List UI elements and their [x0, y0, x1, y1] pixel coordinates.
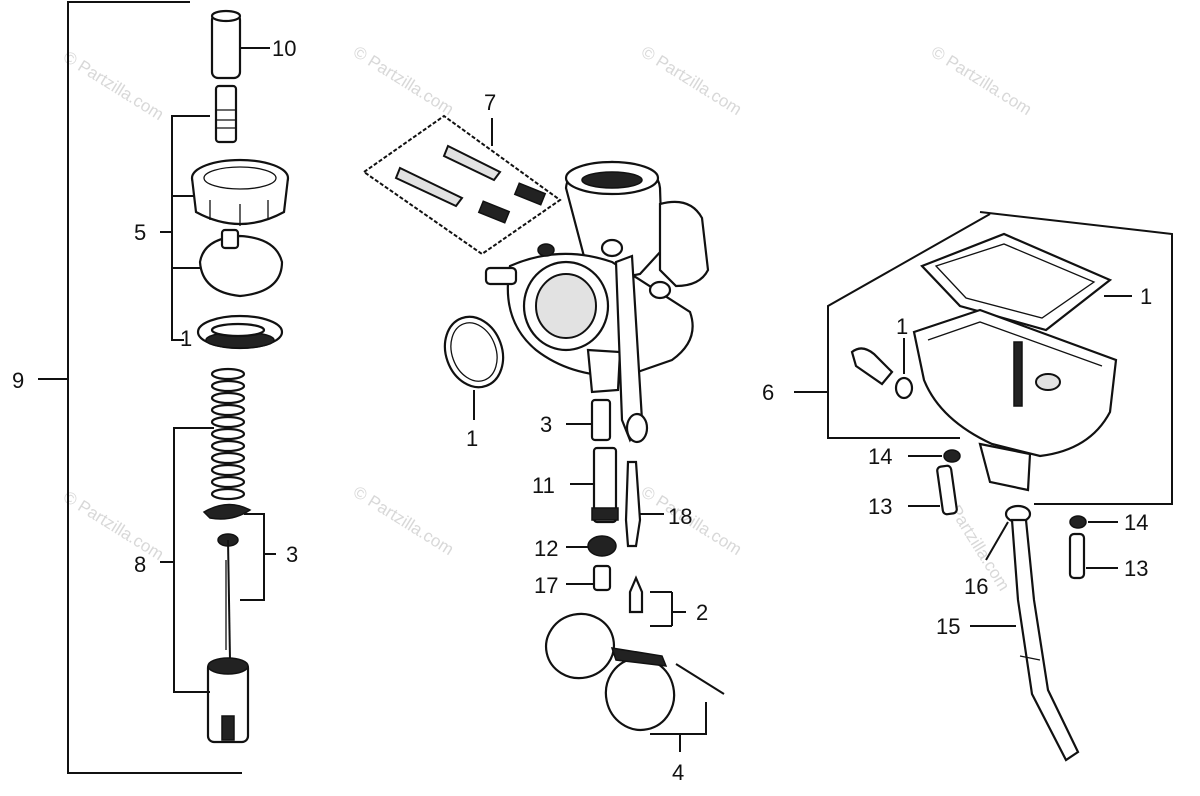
callout-8: 8	[134, 552, 146, 577]
part-18-pilot-screw	[624, 460, 664, 548]
callout-3: 3	[540, 412, 552, 437]
part-17-slow-jet	[566, 564, 612, 592]
callout-5: 5	[134, 220, 146, 245]
part-3-jet-holder	[566, 398, 612, 442]
part-14-washer-left	[908, 449, 961, 463]
part-12-main-jet	[566, 535, 617, 557]
callouts: 10 5 1 9 8 3 7 1 3 11 18 12 17 2 4 6 1 1…	[12, 36, 1152, 785]
part-1-seal	[196, 314, 284, 350]
callout-1: 1	[466, 426, 478, 451]
part-2-float-valve	[628, 575, 686, 627]
spring	[210, 367, 246, 501]
callout-18: 18	[668, 504, 692, 529]
callout-11: 11	[532, 473, 555, 498]
callout-14: 14	[1124, 510, 1148, 535]
callout-1: 1	[180, 326, 192, 351]
part-14-washer-right	[1069, 515, 1118, 529]
part-3-needle-clip	[202, 503, 276, 661]
callout-1: 1	[1140, 284, 1152, 309]
callout-7: 7	[484, 90, 496, 115]
bracket-9	[67, 1, 242, 774]
watermark: © Partzilla.com	[928, 42, 1035, 119]
callout-2: 2	[696, 600, 708, 625]
callout-6: 6	[762, 380, 774, 405]
callout-14: 14	[868, 444, 892, 469]
throttle-slide	[206, 657, 250, 744]
part-7-screw-kit	[362, 114, 562, 256]
float-bowl	[912, 308, 1118, 492]
callout-15: 15	[936, 614, 960, 639]
callout-1: 1	[896, 314, 908, 339]
part-13-screw-right	[1068, 532, 1118, 580]
carburetor-body	[484, 160, 710, 444]
part-16-clip	[985, 504, 1032, 561]
right-assembly	[794, 211, 1173, 762]
callout-13: 13	[1124, 556, 1148, 581]
callout-10: 10	[272, 36, 296, 61]
part-4-float	[544, 612, 725, 752]
watermark: © Partzilla.com	[60, 47, 167, 124]
watermark: © Partzilla.com	[60, 487, 167, 564]
bracket-8	[173, 427, 214, 693]
part-10-cap	[210, 9, 270, 80]
callout-12: 12	[534, 536, 558, 561]
part-11-needle-jet	[570, 446, 619, 524]
part-1-drain-screw	[850, 338, 914, 400]
part-5-top-assembly	[160, 84, 290, 341]
part-15-drain-tube	[970, 518, 1080, 762]
callout-3: 3	[286, 542, 298, 567]
left-assembly	[38, 1, 290, 774]
callout-4: 4	[672, 760, 684, 785]
watermark: © Partzilla.com	[350, 42, 457, 119]
part-13-screw-left	[908, 464, 958, 516]
bracket-6	[979, 211, 1173, 505]
callout-17: 17	[534, 573, 558, 598]
part-1-o-ring	[443, 315, 505, 420]
watermark: © Partzilla.com	[350, 482, 457, 559]
callout-9: 9	[12, 368, 24, 393]
callout-13: 13	[868, 494, 892, 519]
callout-16: 16	[964, 574, 988, 599]
center-assembly	[362, 114, 725, 752]
part-1-bowl-gasket	[920, 232, 1132, 332]
watermark: © Partzilla.com	[638, 42, 745, 119]
